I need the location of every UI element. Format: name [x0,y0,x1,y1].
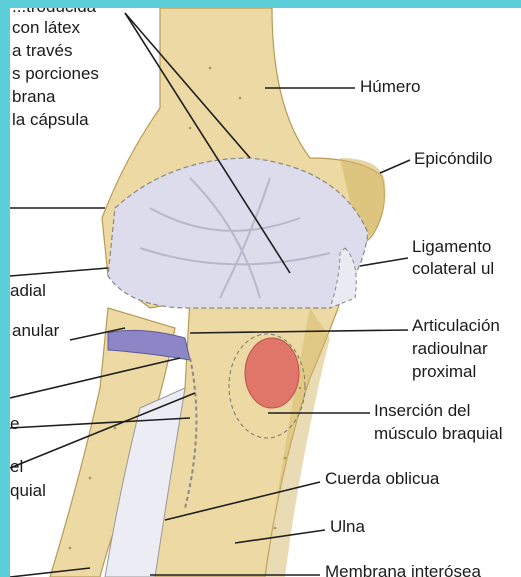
label-left-e: e [10,413,19,434]
label-articulacion-line1: Articulación [412,315,500,336]
label-membrana: Membrana interósea [325,561,481,577]
label-top-left-line0: ...troducida [12,8,96,17]
label-ulna: Ulna [330,516,365,537]
label-articulacion-line3: proximal [412,361,476,382]
label-top-left-line4: brana [12,86,55,107]
label-insercion-line1: Inserción del [374,400,470,421]
label-radial: adial [10,280,46,301]
label-ligamento-line2: colateral ul [412,258,494,279]
label-cuerda-oblicua: Cuerda oblicua [325,468,439,489]
label-ligamento-line1: Ligamento [412,236,491,257]
label-top-left-line5: la cápsula [12,109,89,130]
label-top-left-line1: con látex [12,17,80,38]
label-anular: anular [12,320,59,341]
label-top-left-line3: s porciones [12,63,99,84]
label-articulacion-line2: radioulnar [412,338,488,359]
label-insercion-line2: músculo braquial [374,423,503,444]
diagram-frame: ...troducida con látex a través s porcio… [10,8,521,577]
label-top-left-line2: a través [12,40,72,61]
brachialis-insertion [245,338,299,408]
label-humero: Húmero [360,76,420,97]
label-epicondilo: Epicóndilo [414,148,492,169]
label-left-el: el [10,456,23,477]
label-left-quial: quial [10,480,46,501]
elbow-anatomy-illustration [10,8,521,577]
